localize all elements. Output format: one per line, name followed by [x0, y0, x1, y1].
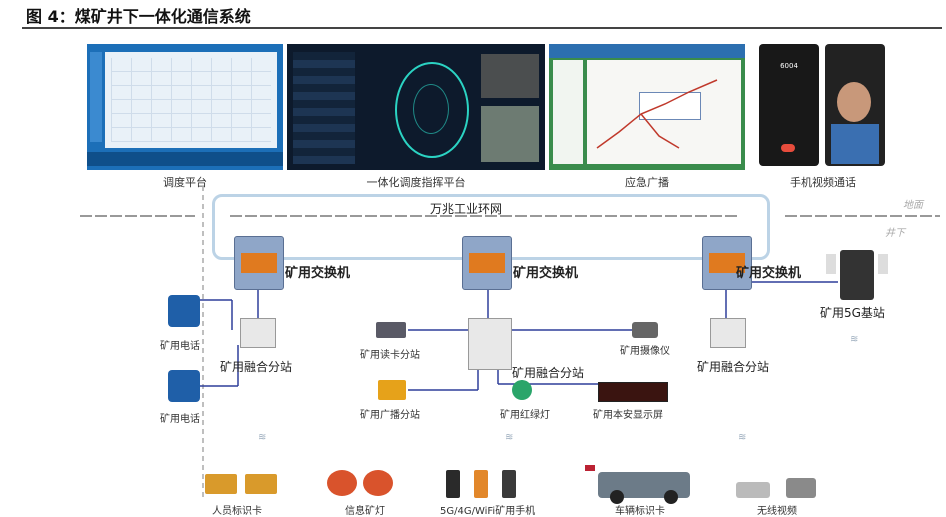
- ground-label: 地面: [903, 200, 923, 211]
- broadcast-station-label: 矿用广播分站: [360, 410, 420, 421]
- mine-phone-upper-label: 矿用电话: [160, 341, 200, 352]
- mine-switch-right: [702, 236, 752, 290]
- vehicle-card-label: 车辆标识卡: [615, 506, 665, 517]
- mine-phone-lower-label: 矿用电话: [160, 414, 200, 425]
- mine-camera: [632, 322, 658, 338]
- 5g-base-station-label: 矿用5G基站: [820, 306, 885, 320]
- fusion-station-left: [240, 318, 276, 348]
- command-platform-caption: 一体化调度指挥平台: [366, 176, 466, 189]
- wireless-video-devices: [736, 476, 822, 500]
- wireless-icon-center: ≋: [505, 432, 514, 443]
- mine-phone-device-label: 5G/4G/WiFi矿用手机: [440, 506, 536, 517]
- integrated-command-platform-screen: [287, 44, 545, 170]
- 5g-base-station: [826, 250, 888, 300]
- vehicle-card: [585, 465, 595, 471]
- fusion-station-right-label: 矿用融合分站: [697, 360, 770, 374]
- personnel-card-label: 人员标识卡: [212, 506, 262, 517]
- underground-label: 井下: [885, 228, 905, 239]
- mine-phones: [446, 470, 520, 500]
- traffic-light-label: 矿用红绿灯: [500, 410, 550, 421]
- dispatch-platform-screen: [87, 44, 283, 170]
- mine-switch-center-label: 矿用交换机: [513, 266, 579, 281]
- fusion-station-center: [468, 318, 512, 370]
- dispatch-platform-caption: 调度平台: [163, 176, 207, 189]
- display-screen: [598, 382, 668, 402]
- info-cap-lamps: [327, 470, 397, 498]
- ring-network-label: 万兆工业环网: [430, 202, 503, 216]
- emergency-broadcast-caption: 应急广播: [625, 176, 669, 189]
- personnel-cards: [205, 474, 279, 496]
- wireless-video-label: 无线视频: [757, 506, 797, 517]
- display-screen-label: 矿用本安显示屏: [593, 410, 663, 421]
- mine-switch-left-label: 矿用交换机: [285, 266, 351, 281]
- mine-switch-center: [462, 236, 512, 290]
- mine-phone-lower: [168, 370, 200, 402]
- mine-phone-upper: [168, 295, 200, 327]
- title-rule: [22, 27, 942, 29]
- fusion-station-center-label: 矿用融合分站: [512, 366, 585, 380]
- vehicle: [598, 472, 690, 504]
- wireless-icon-left: ≋: [258, 432, 267, 443]
- card-reader-station: [376, 322, 406, 338]
- figure-title: 图 4：煤矿井下一体化通信系统: [26, 7, 251, 26]
- fusion-station-left-label: 矿用融合分站: [220, 360, 293, 374]
- traffic-light: [512, 380, 532, 400]
- fusion-station-right: [710, 318, 746, 348]
- broadcast-station: [378, 380, 406, 400]
- 5g-wireless-icon: ≋: [850, 334, 859, 345]
- video-call-caption: 手机视频通话: [790, 176, 856, 189]
- emergency-broadcast-screen: [549, 44, 745, 170]
- mine-camera-label: 矿用摄像仪: [620, 346, 670, 357]
- info-cap-lamp-label: 信息矿灯: [345, 506, 385, 517]
- phone-number: 6004: [780, 62, 798, 70]
- card-reader-label: 矿用读卡分站: [360, 350, 420, 361]
- phone-video-call-screen: 6004: [759, 44, 887, 170]
- wireless-icon-right: ≋: [738, 432, 747, 443]
- mine-switch-right-label: 矿用交换机: [736, 266, 802, 281]
- mine-switch-left: [234, 236, 284, 290]
